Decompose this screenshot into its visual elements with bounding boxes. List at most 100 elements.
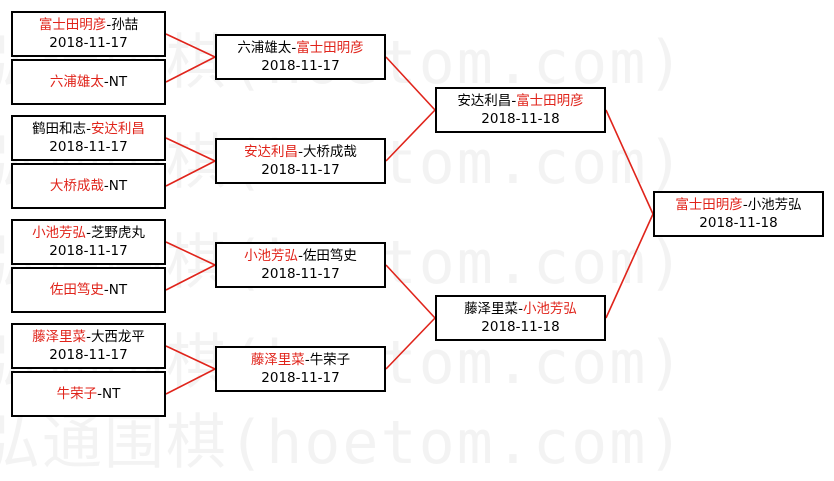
match-box-round1-3: 鹤田和志-安达利昌 2018-11-17: [11, 115, 166, 161]
match-separator: -: [298, 144, 303, 160]
player-one-name: 藤泽里菜: [32, 329, 87, 345]
connector-r1m4-to-r2m2: [165, 160, 216, 187]
connector-r1m7-to-r2m4: [165, 345, 216, 370]
connector-r3m2-to-final: [605, 213, 654, 319]
match-separator: -: [742, 197, 748, 213]
match-box-round1-8: 牛荣子-NT: [11, 371, 166, 417]
match-date: 2018-11-18: [699, 215, 778, 231]
connector-r2m4-to-r3m2: [385, 317, 436, 370]
match-date: 2018-11-17: [261, 266, 340, 282]
match-players: 六浦雄太-NT: [50, 73, 127, 91]
connector-r2m1-to-r3m1: [385, 56, 436, 111]
connector-r1m5-to-r2m3: [165, 241, 216, 266]
match-box-round1-6: 佐田笃史-NT: [11, 267, 166, 313]
player-two-name: 芝野虎丸: [90, 225, 145, 241]
player-one-name: 藤泽里菜: [464, 301, 519, 317]
player-one-name: 富士田明彦: [38, 17, 107, 33]
match-separator: -: [298, 248, 303, 264]
match-separator: -: [518, 301, 523, 317]
player-one-name: 鹤田和志: [32, 121, 87, 137]
match-players: 富士田明彦-孙喆: [39, 16, 138, 34]
connector-r2m3-to-r3m2: [385, 264, 436, 319]
player-one-name: 小池芳弘: [244, 248, 299, 264]
connector-r1m8-to-r2m4: [165, 368, 216, 395]
match-box-round1-4: 大桥成哉-NT: [11, 163, 166, 209]
match-date: 2018-11-17: [261, 58, 340, 74]
match-players: 藤泽里菜-牛荣子: [251, 351, 350, 369]
match-separator: -: [103, 74, 109, 90]
player-one-name: 藤泽里菜: [250, 352, 305, 368]
player-one-name: 安达利昌: [457, 93, 512, 109]
match-players: 六浦雄太-富士田明彦: [237, 39, 363, 57]
match-players: 藤泽里菜-大西龙平: [32, 328, 145, 346]
player-two-name: 大西龙平: [90, 329, 145, 345]
connector-r1m2-to-r2m1: [165, 56, 216, 83]
connector-r3m1-to-final: [605, 109, 654, 215]
connector-r1m6-to-r2m3: [165, 264, 216, 291]
player-one-name: 小池芳弘: [32, 225, 87, 241]
match-separator: -: [97, 386, 102, 402]
match-players: 小池芳弘-芝野虎丸: [32, 224, 145, 242]
match-separator: -: [106, 17, 112, 33]
player-two-name: 牛荣子: [309, 352, 351, 368]
match-separator: -: [304, 352, 310, 368]
player-two-name: NT: [108, 178, 128, 194]
player-one-name: 牛荣子: [56, 386, 98, 402]
player-two-name: 佐田笃史: [302, 248, 357, 264]
match-separator: -: [511, 93, 517, 109]
match-separator: -: [86, 329, 91, 345]
player-two-name: NT: [108, 74, 128, 90]
match-date: 2018-11-17: [49, 35, 128, 51]
match-box-round1-2: 六浦雄太-NT: [11, 59, 166, 105]
match-separator: -: [103, 178, 109, 194]
match-date: 2018-11-17: [261, 370, 340, 386]
player-one-name: 富士田明彦: [675, 197, 743, 213]
match-players: 牛荣子-NT: [57, 385, 121, 403]
match-date: 2018-11-18: [481, 111, 560, 127]
match-date: 2018-11-17: [261, 162, 340, 178]
match-players: 大桥成哉-NT: [50, 177, 127, 195]
player-two-name: 小池芳弘: [747, 197, 802, 213]
player-two-name: 孙喆: [111, 17, 139, 33]
match-separator: -: [291, 40, 297, 56]
player-two-name: 富士田明彦: [296, 40, 364, 56]
match-players: 富士田明彦-小池芳弘: [675, 196, 801, 214]
player-one-name: 六浦雄太: [237, 40, 292, 56]
bracket-connectors: [165, 33, 654, 395]
player-two-name: NT: [102, 386, 121, 402]
player-one-name: 六浦雄太: [49, 74, 104, 90]
match-players: 小池芳弘-佐田笃史: [244, 247, 357, 265]
match-players: 藤泽里菜-小池芳弘: [464, 300, 577, 318]
match-players: 安达利昌-富士田明彦: [457, 92, 583, 110]
connector-r1m3-to-r2m2: [165, 137, 216, 162]
player-one-name: 大桥成哉: [49, 178, 104, 194]
match-separator: -: [103, 282, 109, 298]
match-players: 佐田笃史-NT: [50, 281, 127, 299]
match-date: 2018-11-17: [49, 139, 128, 155]
player-two-name: 小池芳弘: [522, 301, 577, 317]
player-two-name: NT: [108, 282, 128, 298]
connector-r1m1-to-r2m1: [165, 33, 216, 58]
match-date: 2018-11-17: [49, 347, 128, 363]
player-two-name: 安达利昌: [90, 121, 145, 137]
match-separator: -: [86, 121, 91, 137]
player-two-name: 大桥成哉: [302, 144, 357, 160]
match-date: 2018-11-17: [49, 243, 128, 259]
match-separator: -: [86, 225, 91, 241]
match-date: 2018-11-18: [481, 319, 560, 335]
player-one-name: 佐田笃史: [49, 282, 104, 298]
connector-r2m2-to-r3m1: [385, 109, 436, 162]
player-two-name: 富士田明彦: [516, 93, 584, 109]
match-players: 安达利昌-大桥成哉: [244, 143, 357, 161]
player-one-name: 安达利昌: [244, 144, 299, 160]
